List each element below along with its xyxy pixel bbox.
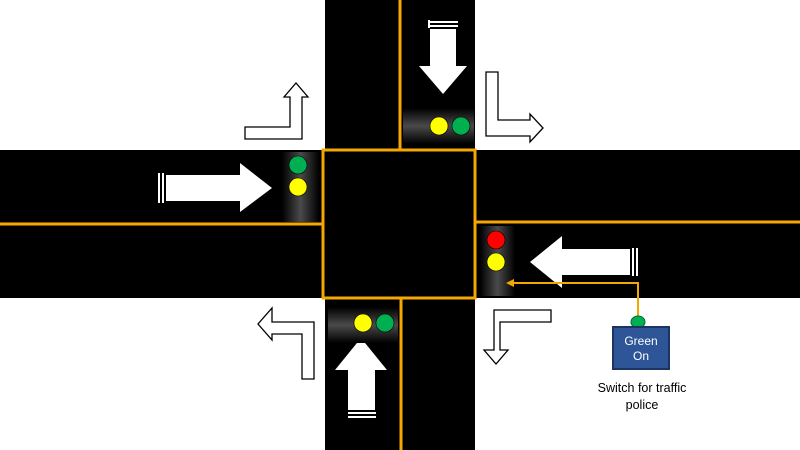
switch-state-label: Green	[624, 334, 658, 348]
direction-arrows	[158, 20, 638, 418]
signal-light-west-2	[288, 177, 308, 197]
turn-arrows	[244, 71, 552, 380]
traffic-police-switch[interactable]: Green On	[612, 326, 670, 370]
signal-light-west-1	[288, 155, 308, 175]
signal-light-east-2	[486, 252, 506, 272]
switch-caption: Switch for traffic police	[597, 381, 687, 412]
signal-light-north-2	[451, 116, 471, 136]
turn-arrow-se-icon	[482, 309, 552, 365]
signal-light-north-1	[429, 116, 449, 136]
switch-state-value: On	[632, 349, 649, 363]
signal-light-east-1	[486, 230, 506, 250]
arrow-right-icon	[158, 163, 272, 212]
wire-arrowhead-icon	[506, 279, 514, 287]
turn-arrow-sw-icon	[257, 306, 315, 380]
turn-arrow-nw-icon	[244, 82, 310, 140]
arrow-down-icon	[419, 20, 467, 94]
signal-light-south-1	[353, 313, 373, 333]
signal-light-south-2	[375, 313, 395, 333]
control-wire	[506, 279, 639, 316]
turn-arrow-ne-icon	[485, 71, 544, 144]
arrow-up-icon	[335, 338, 387, 418]
arrow-left-icon	[530, 236, 638, 288]
traffic-lights	[288, 116, 506, 333]
